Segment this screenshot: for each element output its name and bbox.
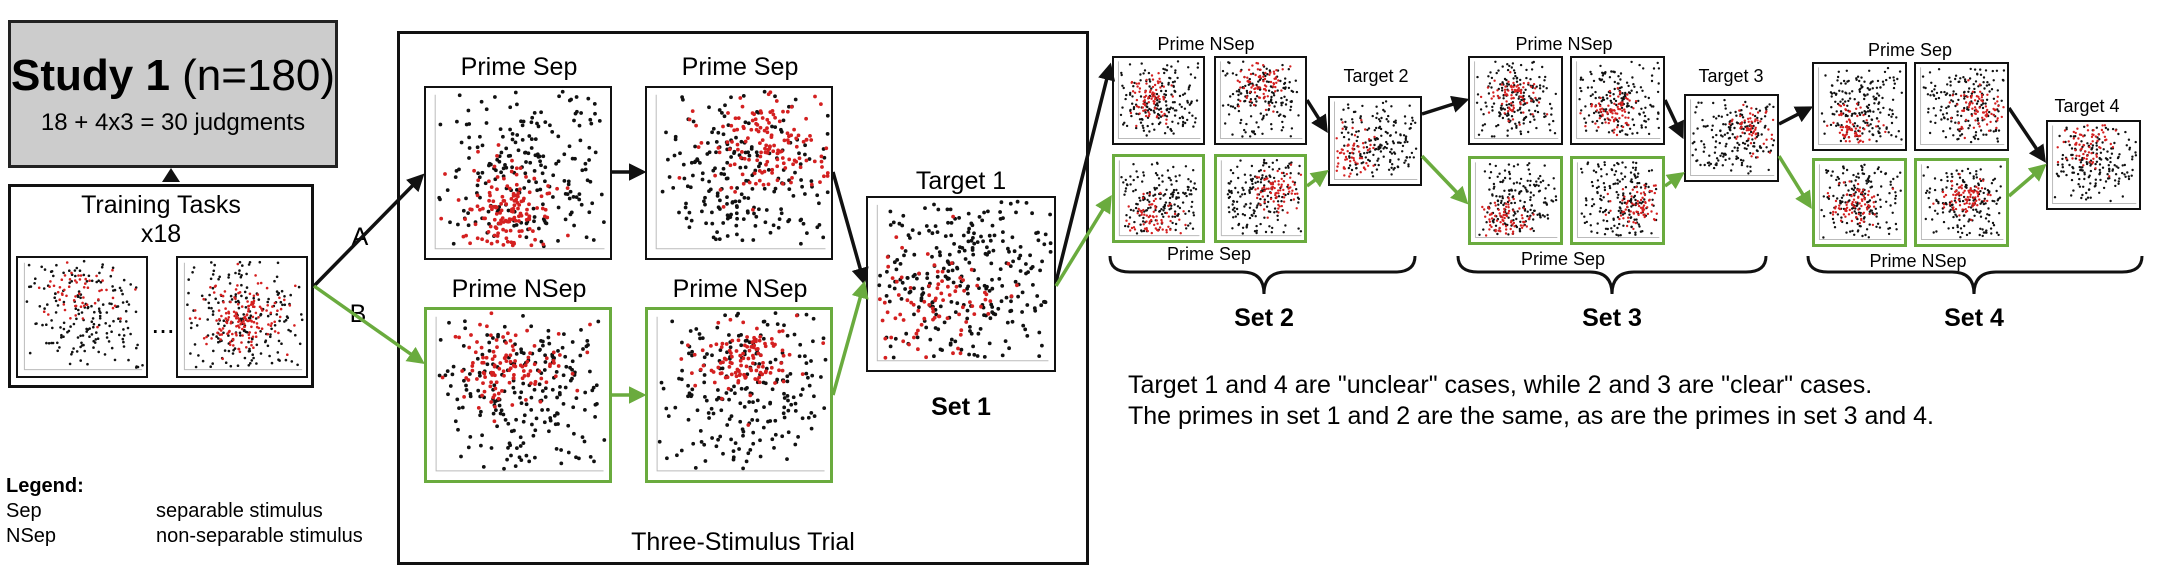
set3-prime-sep-plot-1	[1468, 156, 1563, 245]
set-1-label: Set 1	[931, 393, 991, 421]
set-2-label: Set 2	[1234, 304, 1294, 332]
set4-prime-nsep-plot-1	[1812, 158, 1907, 247]
training-tasks-box: Training Tasks x18	[8, 184, 314, 388]
set4-prime-nsep-plot-2	[1914, 158, 2009, 247]
target-1-label: Target 1	[915, 167, 1007, 195]
set1-prime-nsep-plot-1	[424, 307, 612, 483]
set1-prime-sep-plot-2	[645, 86, 833, 260]
set2-bottom-label: Prime Sep	[1166, 244, 1252, 264]
set4-prime-sep-plot-2	[1914, 62, 2009, 151]
training-tasks-title: Training Tasks x18	[81, 191, 241, 248]
set4-prime-sep-plot-1	[1812, 62, 1907, 151]
training-plot-1	[16, 256, 148, 378]
target-4-plot	[2046, 120, 2141, 210]
set1-prime-nsep-plot-2	[645, 307, 833, 483]
legend-key-sep: Sep	[6, 500, 42, 522]
set3-top-label: Prime NSep	[1515, 34, 1613, 54]
target-2-label: Target 2	[1343, 66, 1409, 86]
set2-prime-nsep-plot-1	[1112, 56, 1205, 145]
set2-prime-nsep-plot-2	[1214, 56, 1307, 145]
set1-prime-sep-plot-1	[424, 86, 612, 260]
set2-top-label: Prime NSep	[1157, 34, 1255, 54]
set4-top-label: Prime Sep	[1867, 40, 1953, 60]
set-3-label: Set 3	[1582, 304, 1642, 332]
study-title: Study 1 (n=180)	[11, 51, 336, 100]
set1-prime-nsep-label-2: Prime NSep	[672, 275, 808, 303]
legend-value-nsep: non-separable stimulus	[156, 525, 363, 547]
set3-prime-sep-plot-2	[1570, 156, 1665, 245]
set2-prime-sep-plot-1	[1112, 154, 1205, 243]
set-braces	[1108, 255, 2144, 295]
set4-bottom-label: Prime NSep	[1869, 251, 1967, 271]
legend-row-nsep: NSep non-separable stimulus	[6, 524, 363, 549]
note-line-1: Target 1 and 4 are "unclear" cases, whil…	[1128, 371, 1873, 399]
target-3-label: Target 3	[1698, 66, 1764, 86]
note-line-2: The primes in set 1 and 2 are the same, …	[1128, 402, 1934, 430]
set3-prime-nsep-plot-2	[1570, 56, 1665, 145]
legend-row-sep: Sep separable stimulus	[6, 499, 363, 524]
branch-a-label: A	[351, 223, 369, 251]
study-to-training-arrow	[162, 168, 180, 182]
study-box: Study 1 (n=180) 18 + 4x3 = 30 judgments	[8, 20, 338, 168]
training-plot-2	[176, 256, 308, 378]
target-1-plot	[866, 196, 1056, 372]
target-3-plot	[1684, 94, 1779, 182]
trial-caption: Three-Stimulus Trial	[631, 528, 855, 556]
set3-prime-nsep-plot-1	[1468, 56, 1563, 145]
target-4-label: Target 4	[2054, 96, 2120, 116]
branch-b-label: B	[349, 300, 367, 328]
set1-prime-sep-label-2: Prime Sep	[681, 53, 799, 81]
notes: Target 1 and 4 are "unclear" cases, whil…	[1128, 370, 1934, 432]
legend-title: Legend:	[6, 475, 84, 497]
legend-value-sep: separable stimulus	[156, 500, 323, 522]
set-4-label: Set 4	[1944, 304, 2004, 332]
legend-key-nsep: NSep	[6, 525, 57, 547]
set1-prime-nsep-label-1: Prime NSep	[451, 275, 587, 303]
set3-bottom-label: Prime Sep	[1520, 249, 1606, 269]
study-subtitle: 18 + 4x3 = 30 judgments	[40, 109, 306, 136]
set1-prime-sep-label-1: Prime Sep	[460, 53, 578, 81]
legend: Legend: Sep separable stimulus NSep non-se…	[6, 474, 363, 549]
set2-prime-sep-plot-2	[1214, 154, 1307, 243]
training-ellipsis: ...	[151, 308, 175, 339]
target-2-plot	[1328, 96, 1422, 186]
